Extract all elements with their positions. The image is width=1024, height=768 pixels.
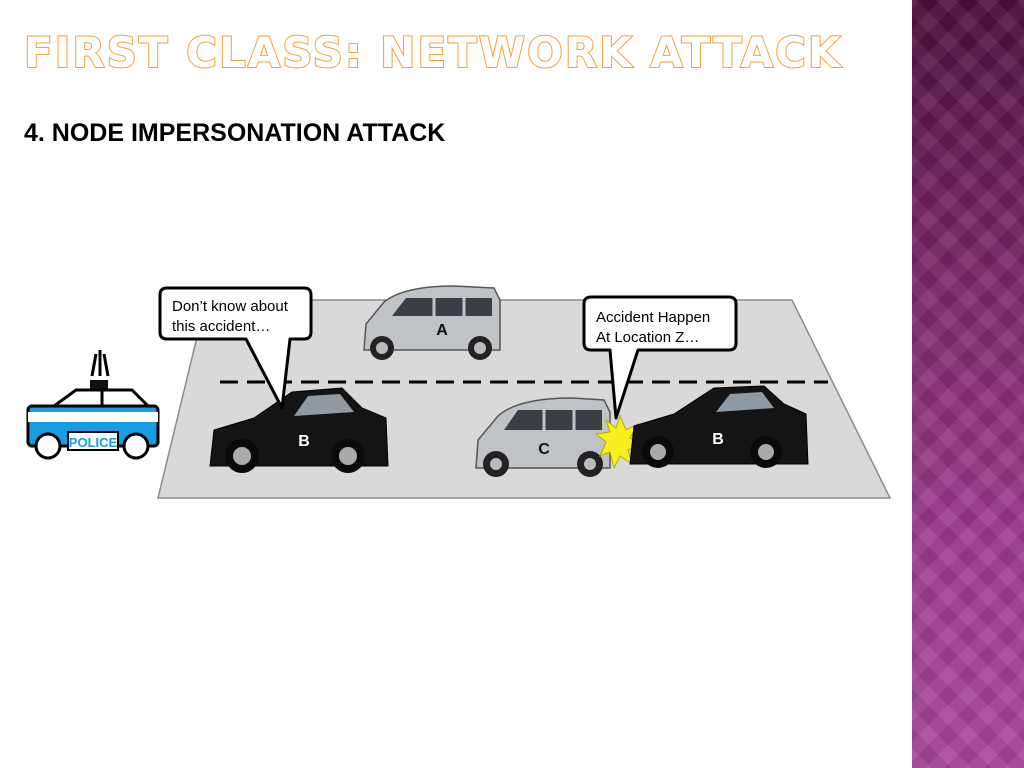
collision-icon (594, 414, 644, 470)
speech-bubble-right: Accident Happen At Location Z… (582, 295, 738, 420)
speech-bubble-right-line2: At Location Z… (596, 329, 699, 346)
car-c-label: C (538, 441, 550, 458)
speech-bubble-left: Don’t know about this accident… (158, 286, 313, 410)
police-car: POLICE (26, 350, 160, 460)
decorative-side-panel (912, 0, 1024, 768)
slide-title: FIRST CLASS: NETWORK ATTACK (23, 27, 843, 78)
car-c: C (475, 397, 611, 477)
car-b-left: B (209, 387, 389, 473)
car-b-right: B (629, 385, 809, 468)
speech-bubble-left-line2: this accident… (172, 318, 270, 335)
speech-bubble-right-line1: Accident Happen (596, 309, 710, 326)
attack-diagram: POLICE A B C B (26, 285, 892, 499)
car-b-right-label: B (712, 431, 724, 448)
car-b-left-label: B (298, 433, 310, 450)
car-a: A (363, 285, 501, 360)
slide-subtitle: 4. NODE IMPERSONATION ATTACK (24, 119, 446, 147)
speech-bubble-left-line1: Don’t know about (172, 298, 289, 315)
police-label: POLICE (69, 435, 118, 450)
car-a-label: A (436, 322, 448, 339)
